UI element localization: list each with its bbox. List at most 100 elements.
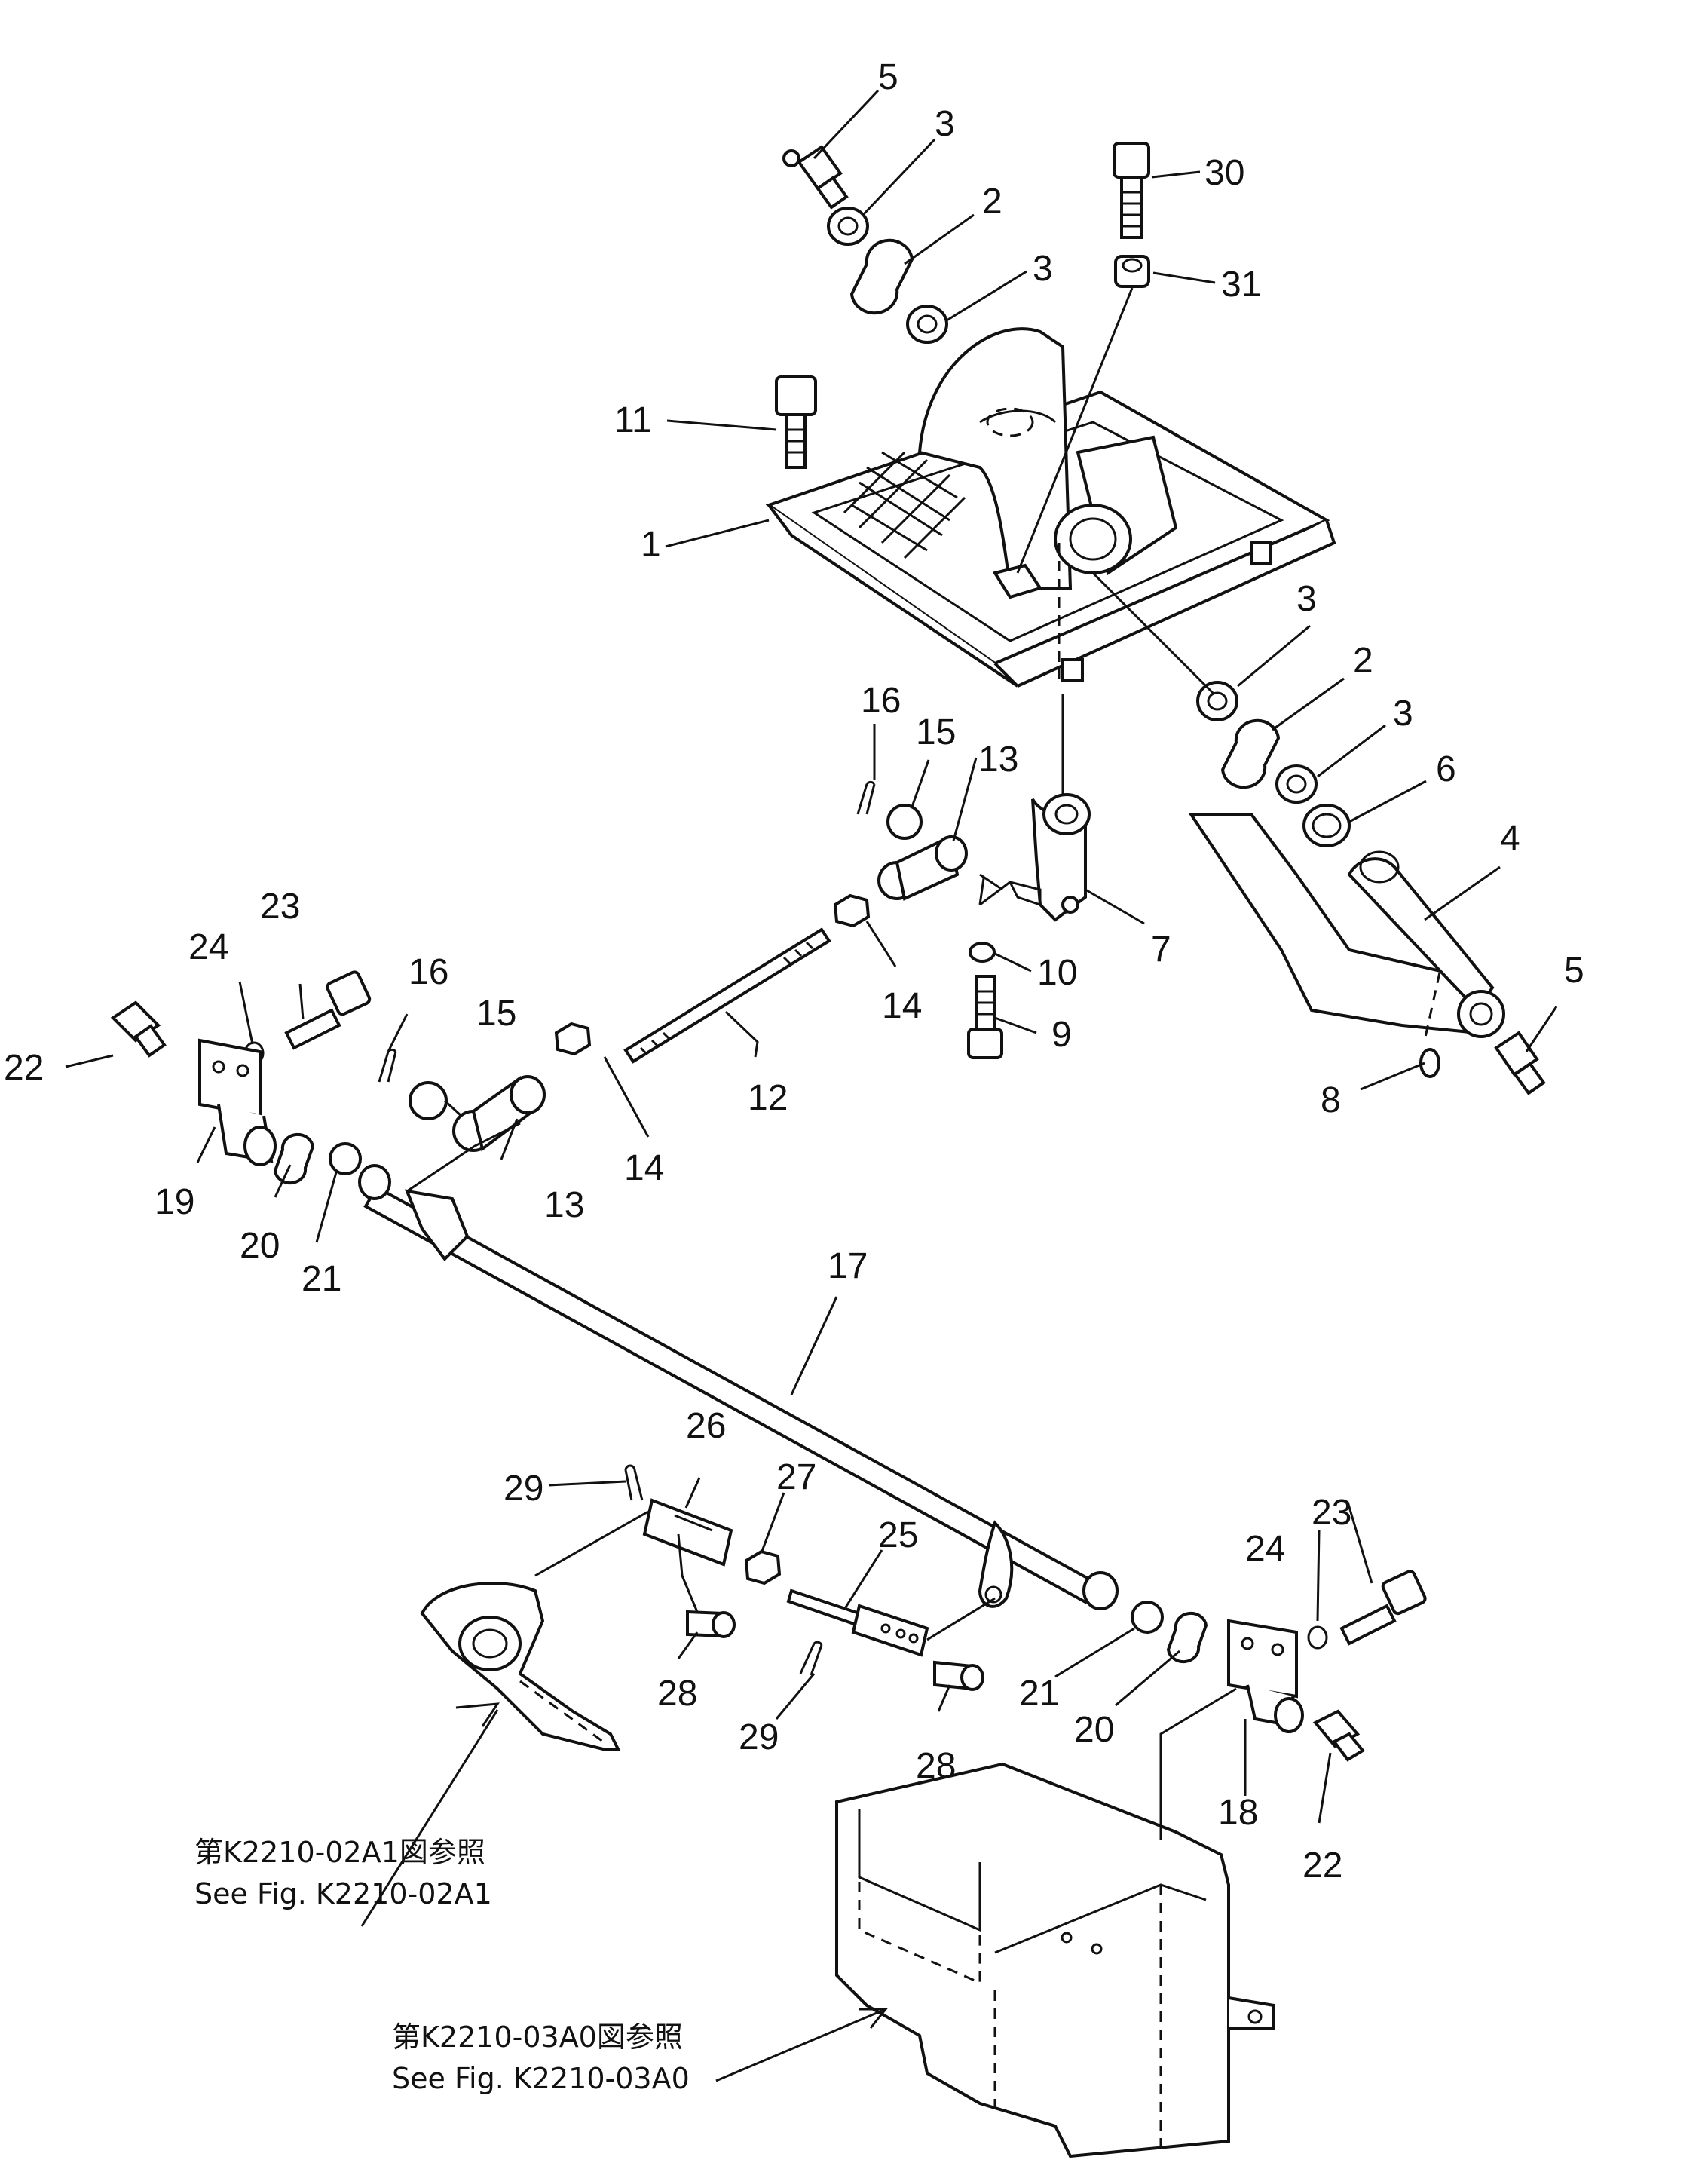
parts-drawing [110,142,1546,2158]
callout-18: 18 [1218,1793,1258,1833]
callout-16-upper: 16 [861,681,901,721]
pin-16-lower [378,1048,397,1083]
callout-12: 12 [748,1078,788,1118]
pedal-4 [1188,813,1505,1041]
callout-17: 17 [828,1246,868,1286]
callout-20-right: 20 [1074,1710,1114,1750]
clevis-26 [642,1498,733,1567]
pin-29-upper [624,1464,644,1501]
pin-16-upper [856,780,876,815]
callout-5-right: 5 [1564,951,1584,991]
callout-3-right-b: 3 [1393,694,1413,734]
callout-15-lower: 15 [476,994,516,1034]
bushing-right [1220,718,1281,789]
bushing-top [849,238,914,315]
callout-16-lower: 16 [409,952,448,992]
callout-30: 30 [1204,153,1244,193]
bolt-30 [1113,142,1150,239]
washer-10 [969,942,996,963]
ref-1-en: See Fig. K2210-02A1 [194,1877,492,1910]
callout-3-top-b: 3 [1033,249,1053,289]
pin-29-lower [799,1641,823,1676]
anti-slip-hatch [843,451,966,559]
bracket-19 [198,1038,277,1166]
callout-14-lower: 14 [624,1148,664,1188]
pedal-boss [1054,504,1132,574]
bolt-9 [967,975,1003,1059]
callout-20-left: 20 [240,1226,280,1266]
leader-lines [65,89,1558,2082]
bearing-top-1 [827,207,869,246]
grease-fitting-top [782,145,849,210]
callout-2-top: 2 [982,182,1002,222]
key-8 [1419,1048,1440,1078]
callout-28-right: 28 [916,1746,956,1786]
callout-10: 10 [1037,953,1077,993]
rod-25 [786,1588,929,1657]
callout-numbers: 1 2 2 3 3 3 3 4 5 5 6 7 8 9 10 11 12 13 … [4,57,1584,1886]
ref-2-en: See Fig. K2210-03A0 [392,2062,690,2095]
callout-31: 31 [1221,265,1261,305]
bearing-21-right [1131,1601,1164,1634]
callout-23-right: 23 [1312,1493,1351,1533]
snap-ring-24-right [1307,1625,1328,1650]
bushing-20-left [273,1132,315,1185]
washer-6 [1302,804,1351,847]
callout-26: 26 [686,1406,726,1446]
grease-fitting-right [1494,1031,1546,1095]
callout-15-upper: 15 [916,712,956,752]
callout-7: 7 [1151,930,1171,970]
callout-3-top-a: 3 [935,104,955,144]
callout-13-lower: 13 [544,1185,584,1225]
shaft-17 [358,1164,1119,1610]
nut-15-lower [409,1081,448,1120]
callout-27: 27 [776,1457,816,1497]
bearing-top-2 [906,305,948,344]
bolt-23-left [284,970,372,1050]
bearing-right-2 [1275,764,1318,804]
nut-15-upper [886,804,923,840]
callout-23-left: 23 [260,887,300,927]
callout-1: 1 [641,525,661,565]
callout-13-upper: 13 [978,740,1018,780]
nut-14-lower [554,1022,592,1056]
callout-19: 19 [155,1182,194,1222]
rod-12 [623,927,831,1064]
bushing-20-right [1166,1611,1208,1664]
callout-14-upper: 14 [882,986,922,1026]
bearing-21-left [329,1142,362,1175]
callout-8: 8 [1321,1080,1341,1120]
callout-3-right-a: 3 [1296,579,1317,619]
callout-22-right: 22 [1302,1846,1342,1886]
bolt-23-right [1339,1570,1427,1646]
pin-28-right [933,1660,984,1691]
reference-notes: 第K2210-02A1図参照 See Fig. K2210-02A1 第K221… [194,1836,690,2095]
callout-29-upper: 29 [504,1469,543,1509]
callout-5-top: 5 [878,57,898,97]
callout-4: 4 [1500,819,1520,859]
nut-14-upper [833,893,871,928]
ref-1-jp: 第K2210-02A1図参照 [194,1836,485,1869]
callout-21-right: 21 [1019,1674,1059,1714]
bearing-right-1 [1196,681,1238,721]
callout-2-right: 2 [1353,641,1373,681]
callout-11: 11 [614,400,652,440]
callout-28-left: 28 [657,1674,697,1714]
callout-21-left: 21 [302,1259,341,1299]
lever-7 [1008,793,1091,922]
clevis-13-lower [452,1075,546,1152]
grease-fitting-left [110,1000,167,1058]
callout-25: 25 [878,1515,918,1555]
nut-27 [744,1549,782,1585]
callout-6: 6 [1436,749,1456,789]
callout-22-left: 22 [4,1048,44,1088]
bracket-18 [1227,1619,1304,1733]
callout-24-left: 24 [188,927,228,967]
ref-2-jp: 第K2210-03A0図参照 [392,2020,683,2054]
pin-28-left [686,1610,736,1638]
callout-24-right: 24 [1245,1529,1285,1569]
floor-plate [765,327,1336,688]
pedal-arm-ref [420,1582,621,1751]
callout-29-lower: 29 [739,1717,779,1757]
nut-31 [1114,255,1150,288]
